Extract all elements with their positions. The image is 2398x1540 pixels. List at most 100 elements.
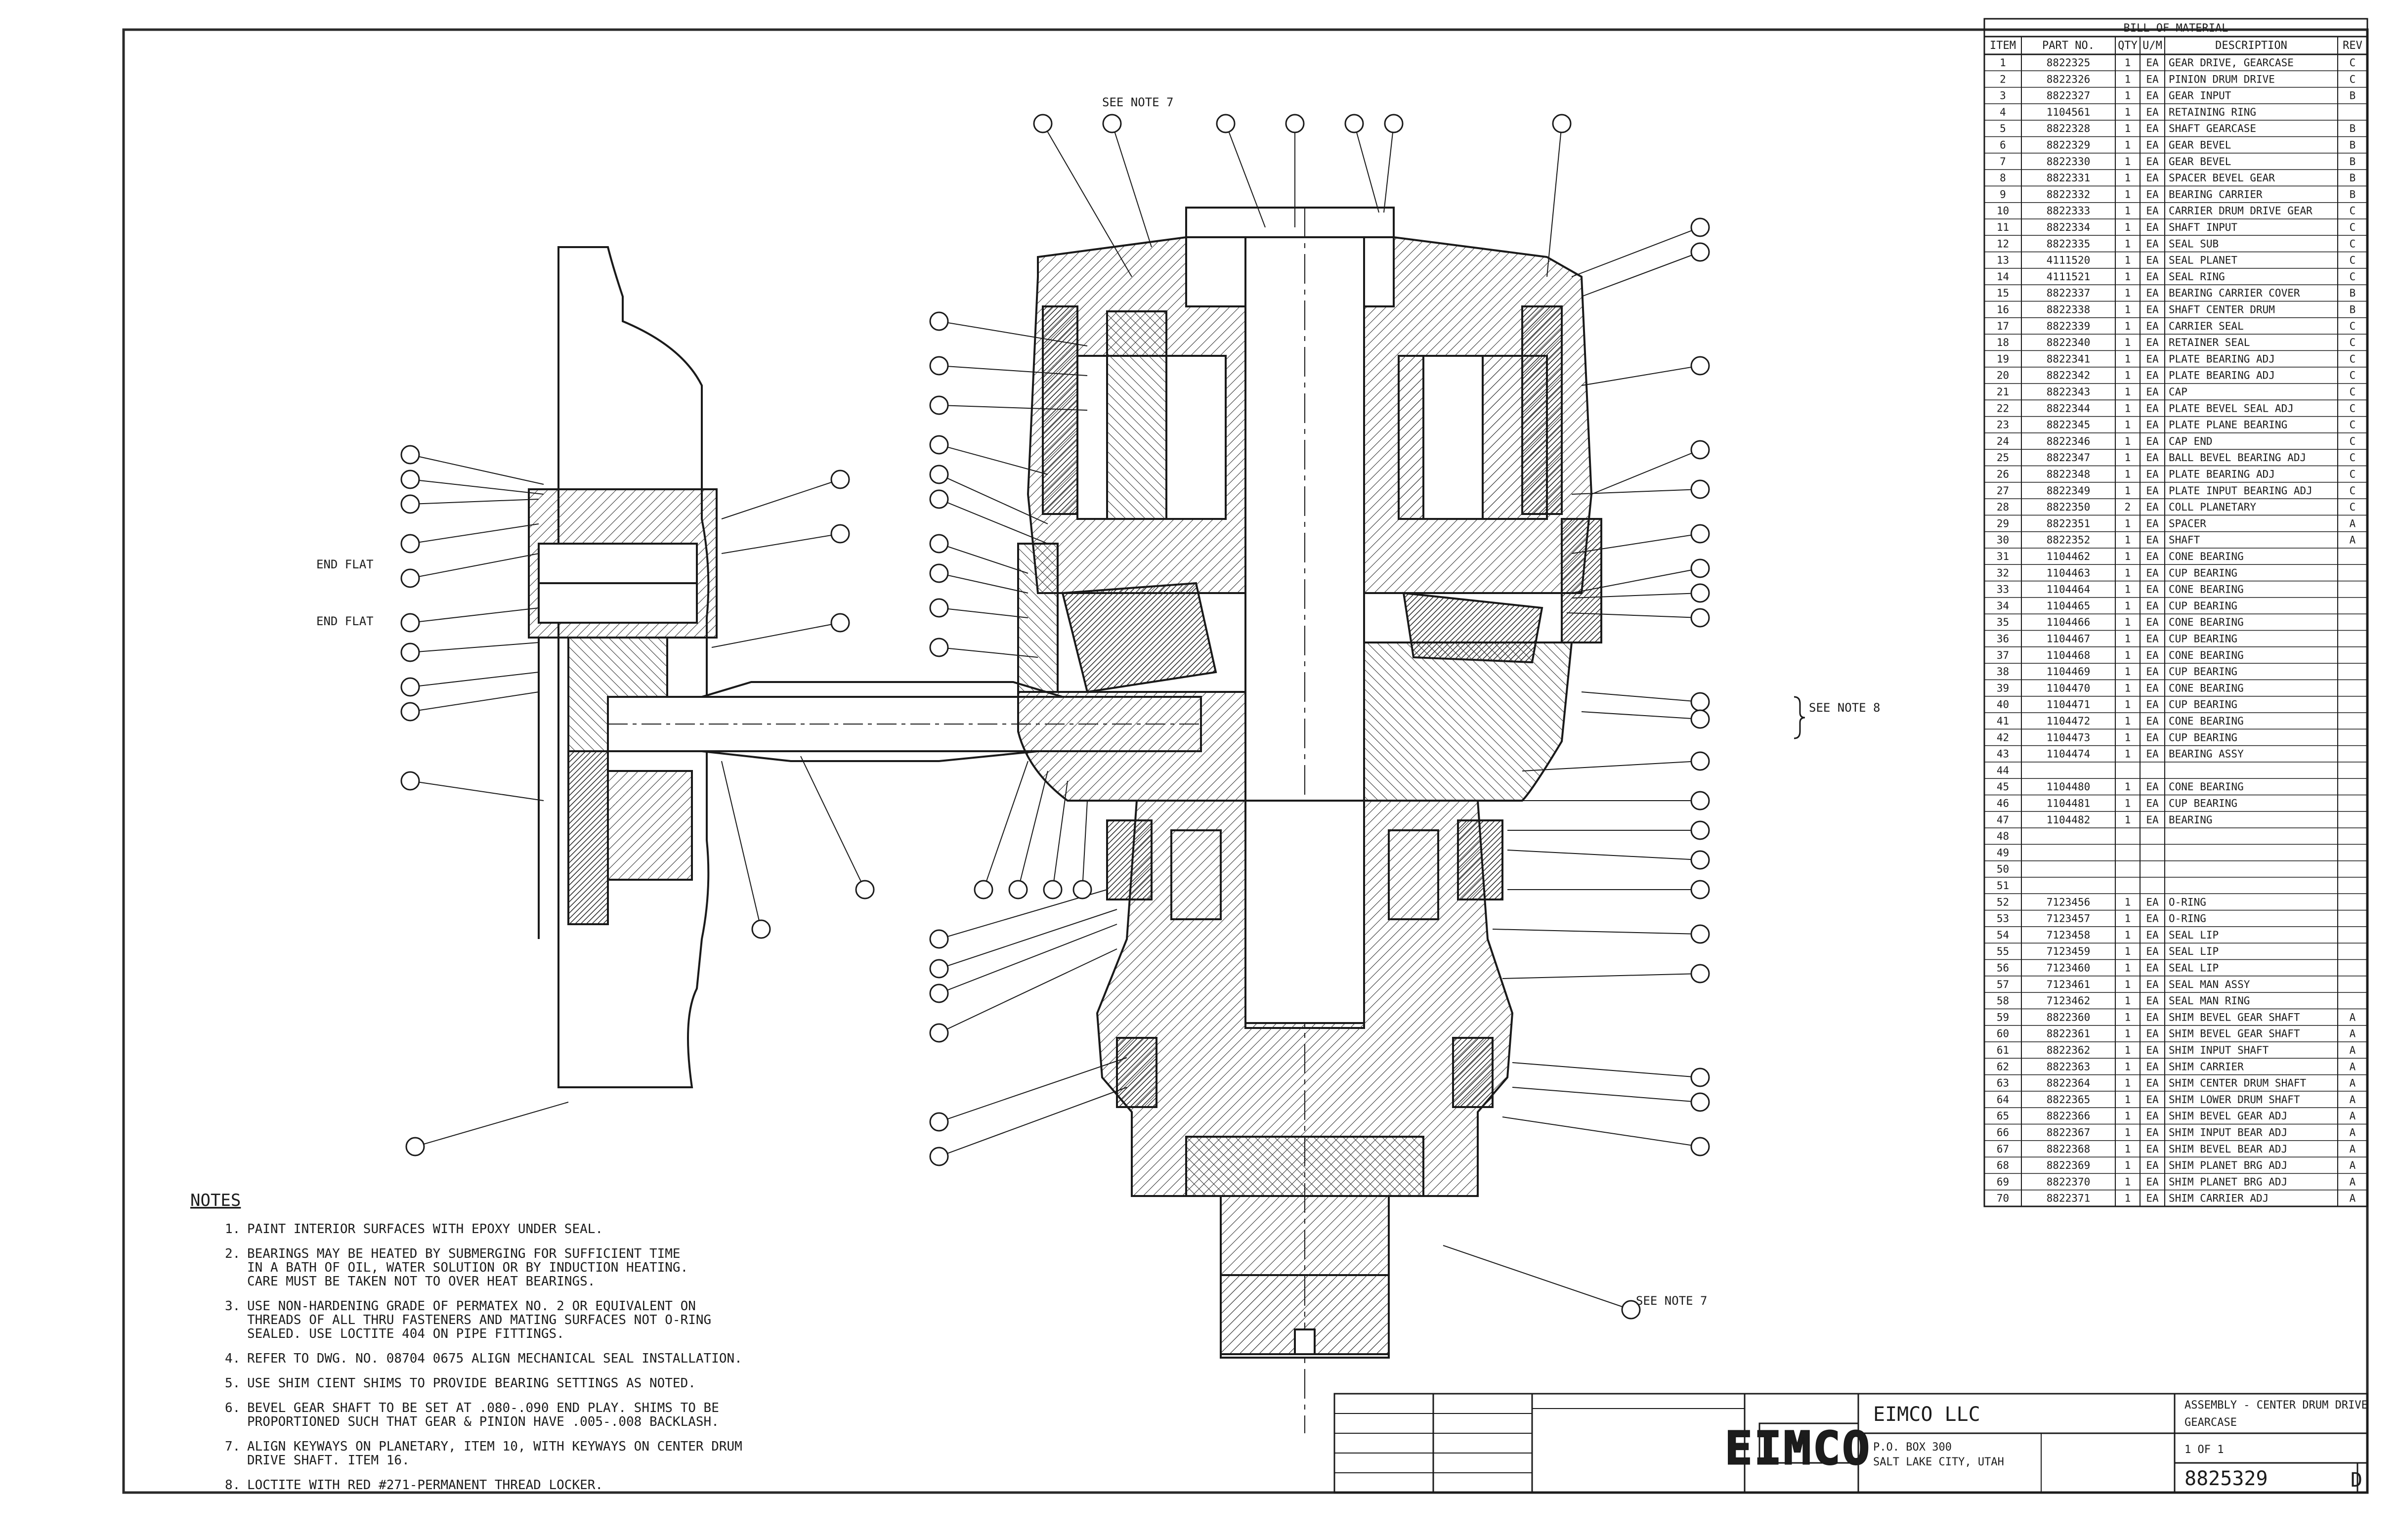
bom-cell: 22 <box>1997 402 2009 414</box>
bom-cell: 1104468 <box>2047 649 2091 661</box>
bom-cell: 33 <box>1997 584 2009 596</box>
item-balloon <box>1102 114 1122 133</box>
bom-cell: EA <box>2146 962 2159 974</box>
leader-line <box>939 948 1117 1033</box>
bom-cell: 1104481 <box>2047 798 2091 810</box>
bom-cell: 24 <box>1997 435 2009 447</box>
bom-cell: O-RING <box>2169 913 2206 925</box>
bom-cell: EA <box>2146 649 2159 661</box>
bom-cell: 49 <box>1997 847 2009 858</box>
bom-cell: 8822366 <box>2047 1110 2091 1122</box>
item-balloon <box>400 494 420 514</box>
bom-cell: C <box>2350 205 2356 217</box>
bom-cell: 30 <box>1997 534 2009 546</box>
leader-line <box>1571 489 1701 495</box>
bom-cell: SHIM BEVEL GEAR SHAFT <box>2169 1011 2300 1023</box>
bom-cell: B <box>2350 90 2356 102</box>
item-balloon <box>1690 692 1710 712</box>
leader-line <box>410 691 539 712</box>
bom-cell: O-RING <box>2169 896 2206 908</box>
bom-cell: 1104482 <box>2047 814 2091 826</box>
bom-cell: 67 <box>1997 1143 2009 1155</box>
leader-line <box>1571 533 1701 554</box>
bom-cell: 1 <box>2125 255 2131 266</box>
item-balloons <box>400 114 1710 1320</box>
item-balloon <box>1033 114 1053 133</box>
bom-cell: 1 <box>2125 534 2131 546</box>
bom-title: BILL OF MATERIAL <box>2124 22 2228 35</box>
bom-cell: SEAL LIP <box>2169 945 2219 957</box>
item-balloon <box>400 702 420 722</box>
bom-cell: C <box>2350 221 2356 233</box>
bom-cell: B <box>2350 172 2356 184</box>
bom-cell: 8822360 <box>2047 1011 2091 1023</box>
item-balloon <box>1072 880 1092 899</box>
bom-cell: 2 <box>2125 501 2131 513</box>
bom-cell: C <box>2350 353 2356 365</box>
bom-cell: 15 <box>1997 287 2009 299</box>
bom-cell: CONE BEARING <box>2169 649 2244 661</box>
bom-cell: 8822348 <box>2047 469 2091 480</box>
bom-cell: 7123462 <box>2047 995 2091 1007</box>
bom-cell: C <box>2350 501 2356 513</box>
item-balloon <box>1690 558 1710 578</box>
bom-cell: 1104462 <box>2047 551 2091 562</box>
see-note-top: SEE NOTE 7 <box>1102 95 1174 109</box>
bom-cell: 1 <box>2000 57 2006 69</box>
bom-cell: 59 <box>1997 1011 2009 1023</box>
item-balloon <box>1690 850 1710 870</box>
bom-cell: 1 <box>2125 600 2131 612</box>
note-number: 4. <box>225 1351 240 1366</box>
bom-cell: EA <box>2146 337 2159 348</box>
bom-cell: 1 <box>2125 748 2131 760</box>
leader-line <box>1581 365 1701 386</box>
bom-cell: 8822345 <box>2047 419 2091 431</box>
see-note-8-label: SEE NOTE 8 <box>1809 701 1881 715</box>
item-balloon <box>929 563 949 583</box>
bom-cell: 8822339 <box>2047 320 2091 332</box>
bom-cell: 42 <box>1997 731 2009 743</box>
bom-cell: BALL BEVEL BEARING ADJ <box>2169 452 2306 464</box>
bom-cell: 1104470 <box>2047 682 2091 694</box>
leader-line <box>939 1057 1127 1122</box>
bom-cell: 45 <box>1997 781 2009 793</box>
bom-cell: EA <box>2146 370 2159 382</box>
bevel-gear <box>1061 582 1217 693</box>
bom-cell: CUP BEARING <box>2169 666 2237 678</box>
bom-cell: 14 <box>1997 271 2009 283</box>
bom-cell: 8822369 <box>2047 1159 2091 1171</box>
bom-cell: 65 <box>1997 1110 2009 1122</box>
bom-cell: A <box>2350 1061 2356 1072</box>
bom-cell: 1 <box>2125 304 2131 316</box>
bom-cell: 55 <box>1997 945 2009 957</box>
bom-cell: 63 <box>1997 1077 2009 1089</box>
bom-cell: SEAL MAN RING <box>2169 995 2250 1007</box>
bom-cell: 44 <box>1997 765 2009 776</box>
bom-cell: 35 <box>1997 616 2009 628</box>
bom-cell: EA <box>2146 913 2159 925</box>
bom-cell: 38 <box>1997 666 2009 678</box>
bom-cell: 8822343 <box>2047 386 2091 398</box>
item-balloon <box>1690 1068 1710 1087</box>
bom-cell: A <box>2350 517 2356 529</box>
item-balloon <box>400 613 420 633</box>
company-name: EIMCO LLC <box>1873 1403 1980 1426</box>
bom-cell: PINION DRUM DRIVE <box>2169 73 2275 85</box>
bom-cell: 1 <box>2125 1159 2131 1171</box>
bom-cell: C <box>2350 469 2356 480</box>
bom-cell: CAP END <box>2169 435 2213 447</box>
bom-cell: 1 <box>2125 1143 2131 1155</box>
item-balloon <box>929 489 949 509</box>
bom-cell: 1 <box>2125 649 2131 661</box>
item-balloon <box>1008 880 1028 899</box>
bom-cell: 62 <box>1997 1061 2009 1072</box>
bom-cell: 9 <box>2000 188 2006 200</box>
bom-cell: GEAR DRIVE, GEARCASE <box>2169 57 2294 69</box>
bom-cell: 28 <box>1997 501 2009 513</box>
bom-cell: 1104464 <box>2047 584 2091 596</box>
bom-cell: 50 <box>1997 863 2009 875</box>
leader-line <box>1571 227 1701 277</box>
end-flat-label: END FLAT <box>316 557 374 571</box>
bom-cell: EA <box>2146 419 2159 431</box>
